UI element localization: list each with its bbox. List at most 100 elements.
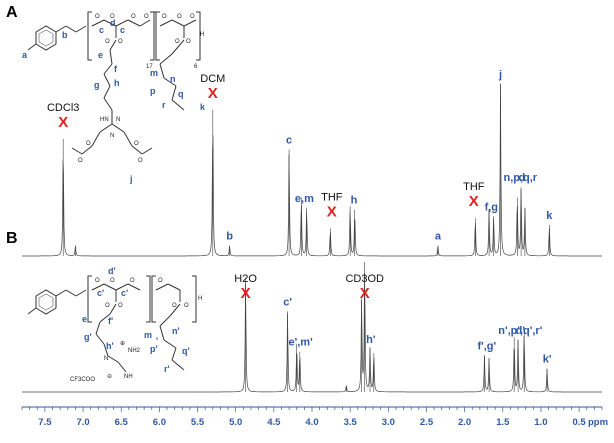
structure-a-label-g: g	[94, 80, 100, 90]
structure-a-label-c2: c	[120, 25, 125, 35]
panel-letter-b: B	[6, 230, 18, 247]
tick-label-11: 2.0	[458, 417, 471, 428]
tick-label-10: 2.5	[420, 417, 434, 428]
spectrum-trace-b	[22, 273, 602, 393]
structure-a-atom-7: O	[105, 39, 110, 45]
structure-a-atom-13: N	[110, 133, 114, 139]
annotation-b-5: n',p',q',r'	[498, 325, 542, 337]
annotation-a-1: b	[226, 231, 233, 243]
structure-a-atom-11: HN	[100, 117, 109, 123]
structure-b-label-c2: c'	[121, 288, 128, 298]
structure-a-atom-8: O	[118, 39, 123, 45]
annotation-b-7: H2O	[234, 273, 257, 285]
structure-a-label-q: q	[178, 89, 184, 99]
structure-b-label-h: h'	[106, 341, 114, 351]
structure-b-label-m: m	[144, 330, 152, 340]
structure-b-atom-3: O	[158, 278, 163, 284]
annotation-b-4: d'	[516, 325, 526, 337]
structure-a-atom-0: O	[95, 14, 100, 20]
annotation-a-11: k	[546, 210, 553, 222]
annotation-a-12: CDCl3	[47, 102, 79, 114]
structure-b-atom-5: O	[118, 303, 123, 309]
spectrum-b	[22, 262, 602, 393]
structure-a-atom-3: O	[144, 14, 149, 20]
cross-mark-a-12: X	[58, 114, 68, 131]
structure-a-label-r: r	[162, 100, 166, 110]
structure-b	[27, 275, 197, 373]
structure-a-atom-5: O	[177, 14, 182, 20]
structure-a-label-h: h	[114, 78, 120, 88]
structure-a-label-b: b	[62, 30, 68, 40]
cross-mark-b-8: X	[360, 285, 370, 302]
annotation-a-2: c	[286, 134, 292, 146]
annotation-a-3: e,m	[295, 193, 314, 205]
structure-a-label-c1: c	[99, 25, 104, 35]
annotation-a-4: THF	[321, 192, 343, 204]
structure-a-label-a: a	[22, 50, 28, 60]
structure-a-label-p: p	[150, 86, 156, 96]
structure-a-label-m: m	[150, 68, 158, 78]
structure-a-atom-14: O	[86, 141, 91, 147]
structure-a-atom-9: O	[175, 39, 180, 45]
annotation-b-6: k'	[543, 354, 552, 366]
structure-a-end-group: H	[200, 32, 204, 38]
tick-label-4: 5.5	[191, 417, 205, 428]
structure-b-atom-7: O	[184, 303, 189, 309]
tick-label-3: 6.0	[153, 417, 166, 428]
structure-a-atom-4: O	[162, 14, 167, 20]
structure-b-label-c1: c'	[97, 288, 104, 298]
structure-b-label-r: r'	[164, 364, 170, 374]
tick-label-7: 4.0	[305, 417, 318, 428]
structure-b-atom-2: O	[130, 278, 135, 284]
tick-label-8: 3.5	[344, 417, 358, 428]
structure-a-label-f: f	[114, 64, 118, 74]
annotation-b-8: CD3OD	[345, 273, 384, 285]
cross-mark-a-13: X	[208, 85, 218, 102]
structure-a-atom-6: O	[190, 14, 195, 20]
structure-a	[27, 11, 201, 155]
structure-b-label-g: g'	[84, 332, 92, 342]
cross-mark-b-7: X	[241, 285, 251, 302]
structure-b-charge-plus: ⊕	[120, 341, 125, 347]
tick-label-13: 1.0	[534, 417, 547, 428]
spectrum-a	[22, 83, 602, 257]
structure-b-atom-8: N	[104, 356, 108, 362]
annotation-a-6: THF	[463, 181, 485, 193]
spectrum-trace-a	[22, 83, 602, 257]
annotation-b-2: h'	[366, 334, 376, 346]
structure-a-atom-17: O	[138, 158, 143, 164]
structure-b-atom-6: O	[172, 303, 177, 309]
structure-b-atom-4: O	[105, 303, 110, 309]
annotation-a-7: f,g	[485, 201, 498, 213]
structure-b-label-n: n'	[172, 326, 180, 336]
structure-b-label-f: f'	[108, 316, 113, 326]
structure-a-atom-16: O	[78, 158, 83, 164]
structure-b-label-d: d'	[108, 266, 116, 276]
tick-label-9: 3.0	[382, 417, 395, 428]
structure-b-atom-11: H	[198, 296, 202, 302]
annotation-b-3: f',g'	[477, 341, 496, 353]
structure-b-label-e: e'	[82, 314, 89, 324]
annotation-a-0: a	[435, 231, 442, 243]
structure-b-label-m-prime: '	[156, 336, 158, 346]
structure-a-atom-1: O	[110, 14, 115, 20]
tick-label-14: 0.5	[572, 417, 586, 428]
panel-letter-a: A	[6, 4, 18, 21]
structure-a-atom-15: O	[134, 141, 139, 147]
structure-b-atom-10: NH	[124, 374, 133, 380]
structure-a-label-k: k	[200, 102, 206, 112]
tick-label-5: 5.0	[229, 417, 242, 428]
cross-mark-a-6: X	[469, 193, 479, 210]
structure-a-label-e: e	[98, 50, 103, 60]
annotation-b-1: e',m'	[289, 337, 314, 349]
structure-a-label-j: j	[129, 174, 133, 184]
structure-b-atom-9: NH2	[128, 348, 141, 354]
annotation-b-0: c'	[283, 296, 292, 308]
annotation-a-5: h	[351, 195, 358, 207]
structure-b-counterion: CF3COO	[70, 377, 95, 383]
annotation-a-9: d	[519, 172, 526, 184]
